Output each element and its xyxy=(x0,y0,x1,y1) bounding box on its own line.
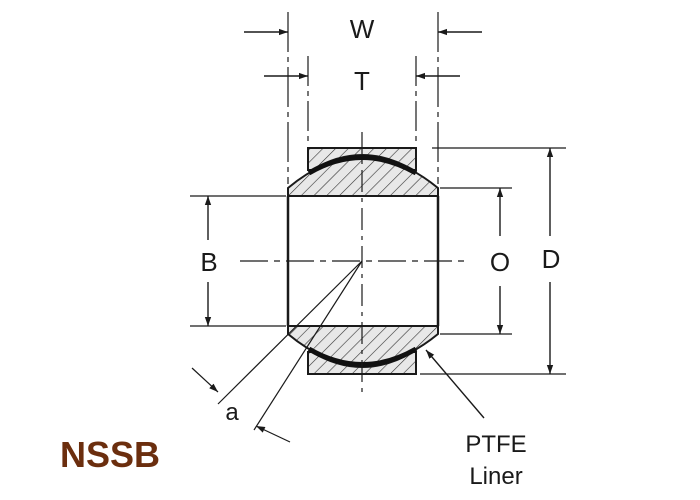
label-angle: a xyxy=(225,399,239,426)
dimension-w: W xyxy=(244,14,482,44)
callout-line2: Liner xyxy=(469,463,522,490)
part-code: NSSB xyxy=(60,434,160,475)
dimension-o: O xyxy=(490,188,510,334)
dimension-t: T xyxy=(264,66,460,96)
liner-top xyxy=(307,155,418,176)
label-b: B xyxy=(200,247,217,277)
dimension-angle: a xyxy=(191,260,363,443)
label-t: T xyxy=(354,66,370,96)
label-d: D xyxy=(542,244,561,274)
label-w: W xyxy=(350,14,375,44)
extension-lines xyxy=(190,12,566,375)
dimension-d: D xyxy=(542,148,561,374)
ptfe-liner-callout: PTFE Liner xyxy=(425,349,527,490)
dimension-b: B xyxy=(200,196,218,326)
callout-line1: PTFE xyxy=(465,431,526,458)
label-o: O xyxy=(490,247,510,277)
